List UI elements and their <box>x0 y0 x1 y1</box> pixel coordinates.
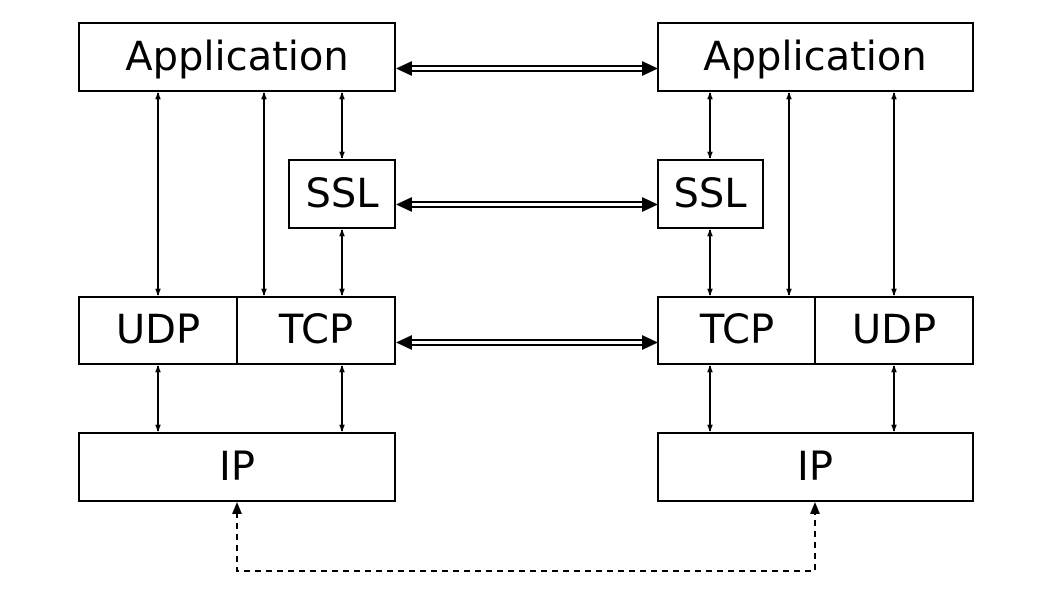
right-udp-label: UDP <box>852 307 936 353</box>
left-ip-label: IP <box>219 444 255 490</box>
ip-dashed-link <box>232 502 820 572</box>
right-ip-box: IP <box>657 432 974 502</box>
right-transport-box: TCP UDP <box>657 296 974 365</box>
left-ssl-box: SSL <box>288 159 396 229</box>
left-tcp-label: TCP <box>278 307 353 353</box>
right-ip-label: IP <box>797 444 833 490</box>
left-ssl-label: SSL <box>305 171 379 217</box>
tcp-peer-arrow <box>396 335 658 350</box>
right-stack: Application SSL TCP UDP IP <box>657 22 974 502</box>
left-transport-box: UDP TCP <box>78 296 396 365</box>
right-ssl-label: SSL <box>673 171 747 217</box>
left-ip-box: IP <box>78 432 396 502</box>
right-ssl-box: SSL <box>657 159 764 229</box>
application-peer-arrow <box>396 61 658 76</box>
right-tcp-label: TCP <box>699 307 774 353</box>
left-stack: Application SSL UDP TCP IP <box>78 22 396 502</box>
ssl-peer-arrow <box>396 197 658 212</box>
left-application-box: Application <box>78 22 396 92</box>
right-application-label: Application <box>703 34 927 80</box>
right-application-box: Application <box>657 22 974 92</box>
left-udp-label: UDP <box>116 307 200 353</box>
left-application-label: Application <box>125 34 349 80</box>
